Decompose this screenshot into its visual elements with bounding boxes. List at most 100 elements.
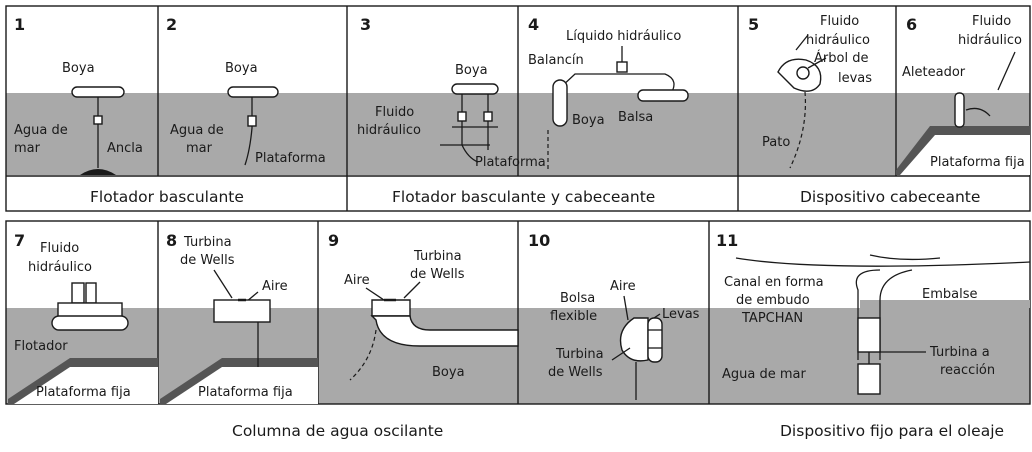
label-dewells: de Wells xyxy=(180,253,235,268)
buoy-shape xyxy=(227,86,279,98)
platform-shape xyxy=(14,367,158,404)
label-aire: Aire xyxy=(262,279,288,294)
flap-shape xyxy=(954,92,965,128)
panel-3: 3 Boya Fluido hidráulico Plataforma xyxy=(357,15,549,172)
label-balancin: Balancín xyxy=(528,53,584,68)
label-hidraulico: hidráulico xyxy=(28,260,92,275)
pump-shape xyxy=(93,115,103,125)
label-dewells: de Wells xyxy=(410,267,465,282)
panel-number: 5 xyxy=(748,15,759,34)
label-flotador: Flotador xyxy=(14,339,68,354)
label-agua: Agua de mar xyxy=(722,367,806,382)
bottom-captions: Columna de agua oscilante Dispositivo fi… xyxy=(232,422,1004,440)
label-aleteador: Aleteador xyxy=(902,65,966,80)
label-levas: Levas xyxy=(662,307,700,322)
panel-number: 3 xyxy=(360,15,371,34)
label-flexible: flexible xyxy=(550,309,597,324)
label-dewells: de Wells xyxy=(548,365,603,380)
panel-10: 10 Aire Bolsa flexible Levas Turbina de … xyxy=(528,231,700,400)
label-turbina: Turbina a xyxy=(929,345,990,360)
panel-2: 2 Boya Agua de mar Plataforma xyxy=(166,15,326,166)
housing-shape xyxy=(57,302,123,318)
channel-wall xyxy=(855,269,881,360)
panel-11: 11 Canal en forma de embudo TAPCHAN Emba… xyxy=(716,231,1031,395)
panel-5: 5 Fluido hidráulico Árbol de levas Pato xyxy=(748,14,872,169)
label-liquido: Líquido hidráulico xyxy=(566,29,681,44)
panel-1: 1 Boya Agua de mar Ancla xyxy=(14,15,143,175)
label-canal-2: de embudo xyxy=(736,293,810,308)
buoy-hull-shape xyxy=(370,315,519,347)
panel-number: 9 xyxy=(328,231,339,250)
label-boya: Boya xyxy=(572,113,605,128)
label-aire: Aire xyxy=(344,273,370,288)
label-aire: Aire xyxy=(610,279,636,294)
label-fluido: Fluido xyxy=(820,14,859,29)
caption-flotador-basculante: Flotador basculante xyxy=(90,188,244,206)
cylinder-shape xyxy=(85,282,97,304)
pump-shape xyxy=(457,111,467,122)
panel-7: 7 Fluido hidráulico Flotador Plataforma … xyxy=(8,231,158,404)
buoy-shape xyxy=(451,83,499,95)
pump-shape xyxy=(483,111,493,122)
cylinder-shape xyxy=(71,282,85,304)
label-fluido: Fluido xyxy=(40,241,79,256)
label-mar: mar xyxy=(14,141,41,156)
label-fluido: Fluido xyxy=(972,14,1011,29)
label-pato: Pato xyxy=(762,135,790,150)
anchor-shape xyxy=(80,169,116,175)
panel-9: 9 Turbina de Wells Aire Boya xyxy=(328,231,519,381)
panel-number: 1 xyxy=(14,15,25,34)
pump-shape xyxy=(616,61,628,73)
wave-line xyxy=(735,257,1031,267)
label-turbina: Turbina xyxy=(555,347,604,362)
label-hidraulico: hidráulico xyxy=(357,123,421,138)
cam-housing-shape xyxy=(647,317,663,363)
chamber-shape xyxy=(371,299,411,317)
label-embalse: Embalse xyxy=(922,287,977,302)
panel-4: 4 Líquido hidráulico Balancín Boya Balsa xyxy=(528,15,689,128)
label-arbol: Árbol de xyxy=(814,50,868,66)
label-boya: Boya xyxy=(432,365,465,380)
label-agua: Agua de xyxy=(170,123,224,138)
label-canal-1: Canal en forma xyxy=(724,275,824,290)
label-plataforma: Plataforma fija xyxy=(198,385,293,400)
top-row xyxy=(5,5,1031,212)
label-ancla: Ancla xyxy=(107,141,143,156)
buoy-shape xyxy=(552,79,568,127)
buoy-shape xyxy=(71,86,125,98)
top-captions: Flotador basculante Flotador basculante … xyxy=(90,188,980,206)
label-hidraulico: hidráulico xyxy=(958,33,1022,48)
penstock-shape xyxy=(857,317,881,353)
label-bolsa: Bolsa xyxy=(560,291,595,306)
platform-shape xyxy=(166,367,318,404)
label-fluido: Fluido xyxy=(375,105,414,120)
float-shape xyxy=(51,315,129,331)
pump-shape xyxy=(247,115,257,127)
channel-wall xyxy=(879,269,913,360)
panel-number: 10 xyxy=(528,231,550,250)
label-balsa: Balsa xyxy=(618,110,653,125)
label-agua: Agua de xyxy=(14,123,68,138)
label-plataforma: Plataforma fija xyxy=(930,155,1025,170)
panel-number: 2 xyxy=(166,15,177,34)
label-plataforma: Plataforma xyxy=(255,151,326,166)
panel-6: 6 Fluido hidráulico Aleteador Plataforma… xyxy=(896,14,1030,175)
caption-dispositivo-cabeceante: Dispositivo cabeceante xyxy=(800,188,980,206)
camshaft-shape xyxy=(796,66,810,80)
caption-columna-agua: Columna de agua oscilante xyxy=(232,422,443,440)
panel-number: 4 xyxy=(528,15,539,34)
label-plataforma: Plataforma fija xyxy=(36,385,131,400)
label-reaccion: reacción xyxy=(940,363,995,378)
panel-number: 8 xyxy=(166,231,177,250)
label-levas: levas xyxy=(838,71,872,86)
label-turbina: Turbina xyxy=(183,235,232,250)
label-boya: Boya xyxy=(62,61,95,76)
panel-number: 7 xyxy=(14,231,25,250)
reservoir-water xyxy=(860,300,1030,308)
label-plataforma: Plataforma xyxy=(475,155,546,170)
caption-dispositivo-fijo: Dispositivo fijo para el oleaje xyxy=(780,422,1004,440)
panel-number: 11 xyxy=(716,231,738,250)
turbine-shape xyxy=(857,363,881,395)
caption-flotador-cabeceante: Flotador basculante y cabeceante xyxy=(392,188,655,206)
